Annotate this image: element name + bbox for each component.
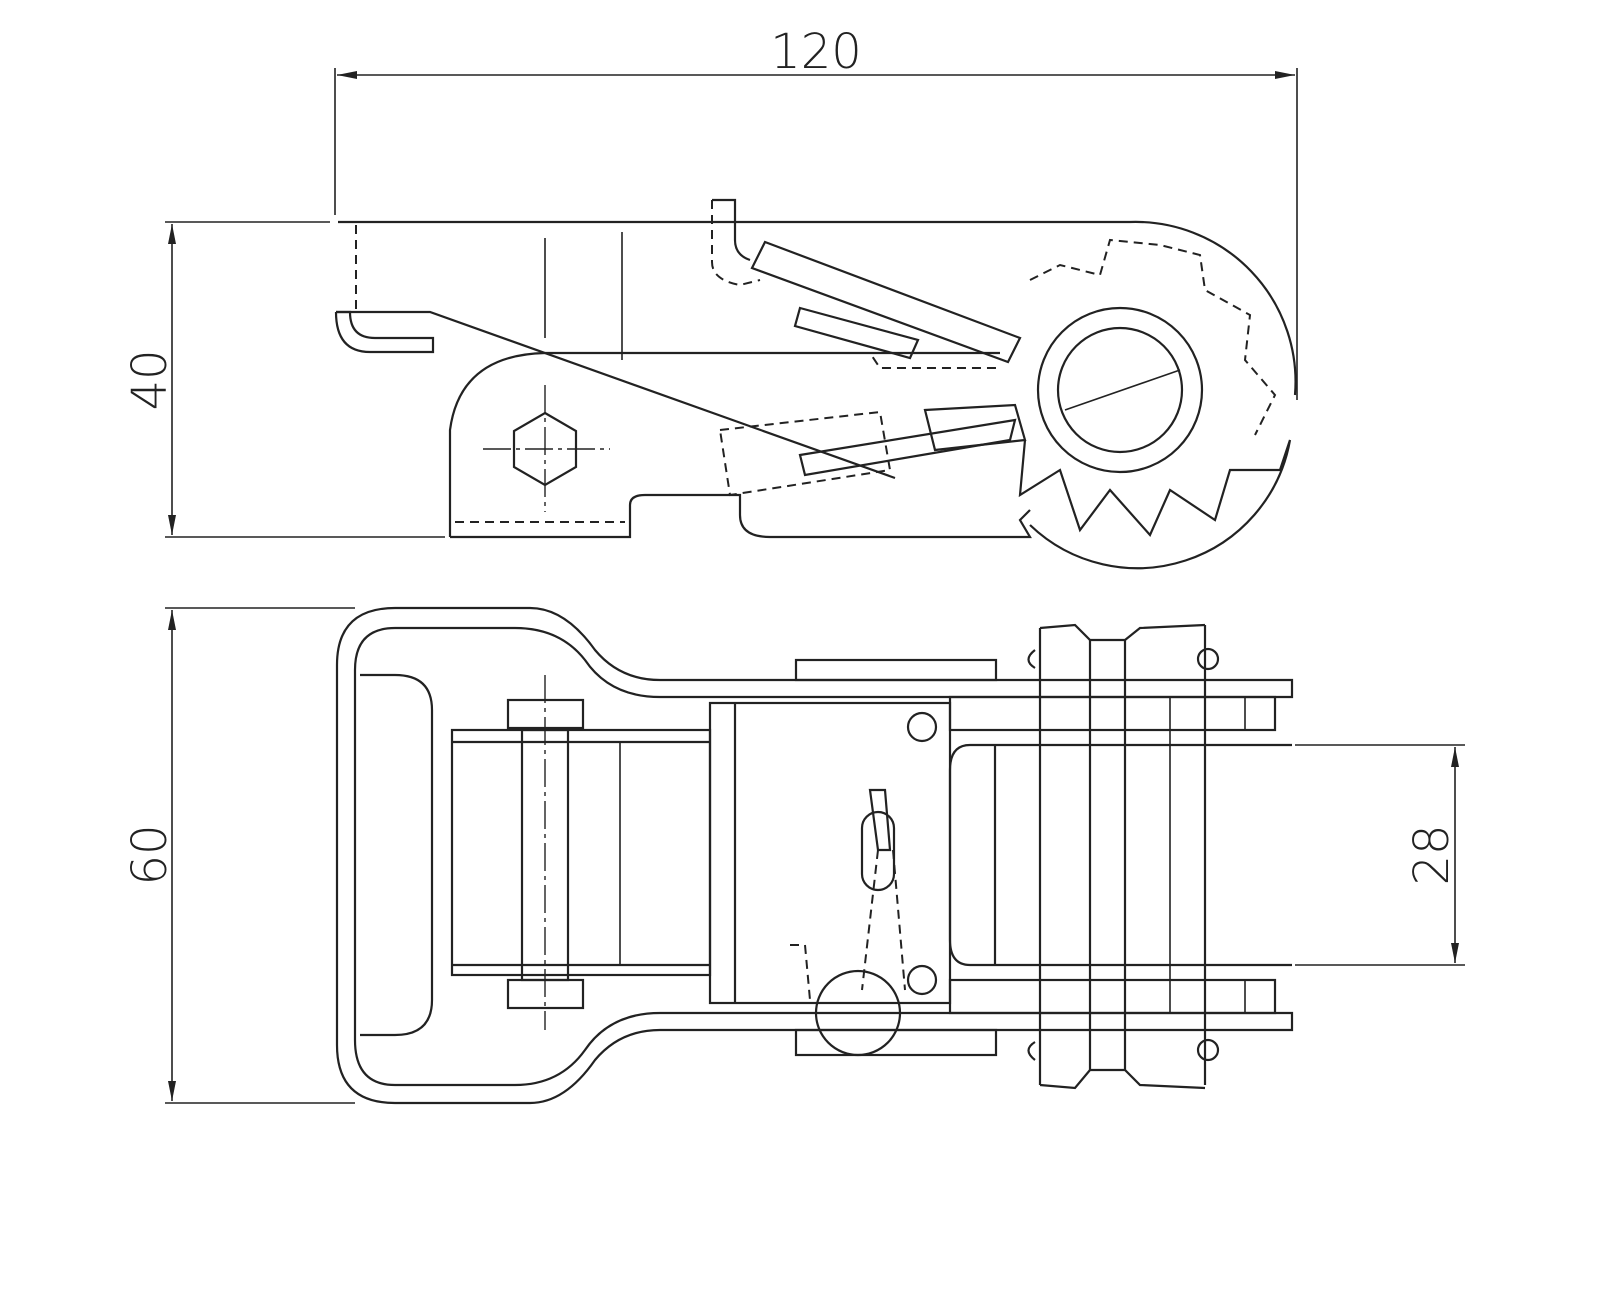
lever-hook xyxy=(712,198,751,262)
spool-slot xyxy=(1064,369,1181,411)
ratchet-gear xyxy=(1018,439,1292,570)
dimension-label-strap-width: 28 xyxy=(1404,824,1460,885)
spool-outer xyxy=(1036,306,1204,474)
hidden-pawl xyxy=(718,410,892,497)
pawl-bar xyxy=(798,418,1017,477)
handle-grip-slot xyxy=(360,673,434,1037)
dimension-label-length: 120 xyxy=(770,24,862,80)
release-lever xyxy=(750,240,1022,364)
pawl-slot xyxy=(793,306,920,360)
spool-slot xyxy=(948,743,995,967)
base-plate xyxy=(448,351,1000,537)
dimension-width: 60 xyxy=(122,607,355,1104)
top-view xyxy=(335,606,1294,1105)
spring-ring xyxy=(814,969,902,1057)
axle-end xyxy=(1196,647,1220,671)
dimension-label-width: 60 xyxy=(122,824,178,885)
handle-frame xyxy=(335,606,1294,1105)
hidden-line xyxy=(711,200,761,287)
spool-inner xyxy=(1056,326,1184,454)
dimension-length: 120 xyxy=(334,24,1298,400)
axle-end xyxy=(1196,1038,1220,1062)
lever-bottom xyxy=(794,1028,998,1057)
spool-flange xyxy=(948,978,1277,1015)
handle-lip xyxy=(334,310,435,354)
hidden-gear xyxy=(1029,238,1277,436)
pin-ends xyxy=(1027,649,1036,1061)
dimension-height: 40 xyxy=(122,221,445,538)
side-view xyxy=(334,198,1297,570)
spool-flange xyxy=(948,695,1277,732)
dimension-label-height: 40 xyxy=(122,349,178,410)
ratchet-gear-top xyxy=(1039,623,1206,642)
ratchet-gear-bottom xyxy=(1039,1068,1206,1090)
handle-body xyxy=(708,701,952,1005)
release-pin xyxy=(868,788,892,852)
lever-top xyxy=(794,658,998,682)
base-bottom xyxy=(450,493,1032,539)
handle-outline xyxy=(338,220,1297,396)
rivet xyxy=(906,964,938,996)
hidden-line xyxy=(545,352,1000,369)
base-plate xyxy=(450,728,712,977)
dimension-strap-width: 28 xyxy=(1295,744,1465,966)
handle-edge xyxy=(336,310,896,480)
hidden-line xyxy=(790,849,906,1001)
rivet xyxy=(906,711,938,743)
